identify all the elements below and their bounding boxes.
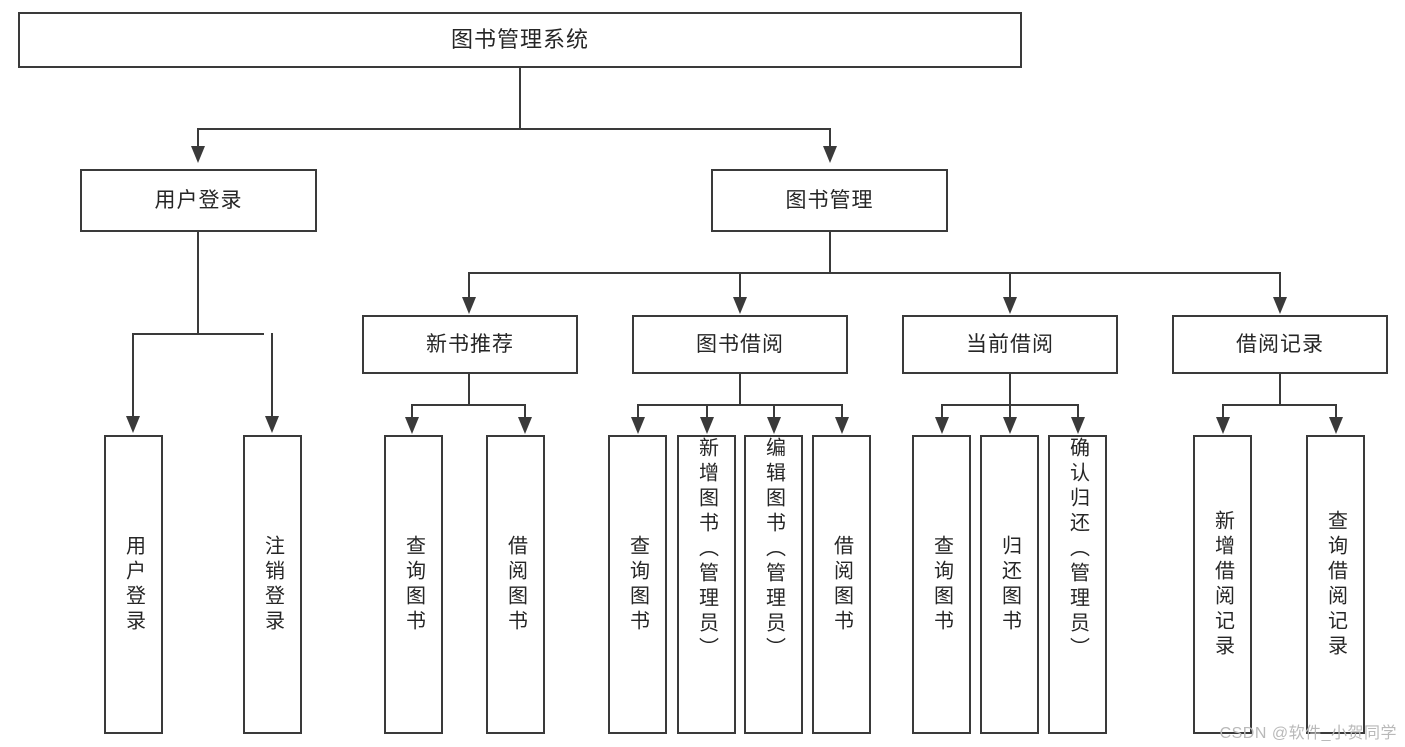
connector-book-management-stem [829, 232, 832, 274]
arrowhead-cb-query-book [935, 417, 949, 434]
leaf-cb-confirm-return[interactable]: 确认归还（管理员） [1048, 435, 1107, 734]
node-new-book-recommend[interactable]: 新书推荐 [362, 315, 578, 374]
node-label: 借阅图书 [830, 534, 853, 635]
node-label: 查询借阅记录 [1324, 509, 1347, 660]
arrowhead-current-borrow [1003, 297, 1017, 314]
connector-book-borrow-bus [637, 404, 842, 407]
arrowhead-cb-confirm-return [1071, 417, 1085, 434]
connector-borrow-record-stem [1279, 374, 1282, 406]
connector-cb-child-1 [941, 404, 944, 419]
connector-new-book-child-2 [524, 404, 527, 419]
node-book-management[interactable]: 图书管理 [711, 169, 948, 232]
node-current-borrow[interactable]: 当前借阅 [902, 315, 1118, 374]
leaf-logout[interactable]: 注销登录 [243, 435, 302, 734]
connector-cb-child-2 [1009, 404, 1012, 419]
node-root-book-management-system[interactable]: 图书管理系统 [18, 12, 1022, 68]
arrowhead-bb-edit-book [767, 417, 781, 434]
node-label: 借阅图书 [504, 534, 527, 635]
node-label: 查询图书 [626, 534, 649, 635]
connector-bb-child-4 [841, 404, 844, 419]
arrowhead-bb-add-book [700, 417, 714, 434]
node-borrow-record[interactable]: 借阅记录 [1172, 315, 1388, 374]
connector-root-bus [197, 128, 831, 131]
connector-bb-child-1 [637, 404, 640, 419]
connector-user-login-bus [132, 333, 264, 336]
node-label: 新增借阅记录 [1211, 509, 1234, 660]
arrowhead-bb-borrow-book [835, 417, 849, 434]
arrowhead-borrow-record [1273, 297, 1287, 314]
node-label: 借阅记录 [1236, 332, 1324, 356]
connector-new-book-bus [411, 404, 526, 407]
leaf-user-login[interactable]: 用户登录 [104, 435, 163, 734]
connector-book-borrow-stem [739, 374, 742, 406]
node-label: 新增图书（管理员） [695, 437, 718, 662]
node-label: 图书管理系统 [450, 26, 589, 52]
node-user-login[interactable]: 用户登录 [80, 169, 317, 232]
arrowhead-book-management [823, 146, 837, 163]
watermark-csdn: CSDN @软件_小贺同学 [1219, 725, 1397, 742]
leaf-bb-query-book[interactable]: 查询图书 [608, 435, 667, 734]
connector-borrow-record-bus [1222, 404, 1337, 407]
node-label: 确认归还（管理员） [1066, 437, 1089, 662]
connector-bm-to-borrow-record [1279, 272, 1282, 299]
connector-bm-to-book-borrow [739, 272, 742, 299]
leaf-bb-borrow-book[interactable]: 借阅图书 [812, 435, 871, 734]
leaf-br-query-record[interactable]: 查询借阅记录 [1306, 435, 1365, 734]
arrowhead-user-login [191, 146, 205, 163]
connector-root-to-user-login [197, 128, 200, 148]
node-book-borrow[interactable]: 图书借阅 [632, 315, 848, 374]
node-label: 当前借阅 [966, 332, 1054, 356]
arrowhead-nb-query-book [405, 417, 419, 434]
connector-user-login-stem [197, 232, 200, 335]
connector-bb-child-2 [706, 404, 709, 419]
arrowhead-leaf-logout [265, 416, 279, 433]
connector-current-borrow-stem [1009, 374, 1012, 406]
node-label: 注销登录 [261, 534, 284, 635]
connector-bb-child-3 [773, 404, 776, 419]
leaf-bb-add-book[interactable]: 新增图书（管理员） [677, 435, 736, 734]
connector-new-book-child-1 [411, 404, 414, 419]
connector-book-management-bus [468, 272, 1280, 275]
leaf-nb-borrow-book[interactable]: 借阅图书 [486, 435, 545, 734]
connector-user-login-child-1 [132, 333, 135, 418]
arrowhead-leaf-user-login [126, 416, 140, 433]
leaf-br-add-record[interactable]: 新增借阅记录 [1193, 435, 1252, 734]
connector-root-stem [519, 68, 522, 130]
arrowhead-new-book [462, 297, 476, 314]
leaf-cb-query-book[interactable]: 查询图书 [912, 435, 971, 734]
arrowhead-book-borrow [733, 297, 747, 314]
connector-br-child-1 [1222, 404, 1225, 419]
leaf-cb-return-book[interactable]: 归还图书 [980, 435, 1039, 734]
node-label: 图书借阅 [696, 332, 784, 356]
arrowhead-cb-return-book [1003, 417, 1017, 434]
node-label: 查询图书 [402, 534, 425, 635]
node-label: 用户登录 [154, 188, 243, 212]
node-label: 图书管理 [785, 188, 874, 212]
arrowhead-br-query-record [1329, 417, 1343, 434]
connector-bm-to-new-book [468, 272, 471, 299]
node-label: 查询图书 [930, 534, 953, 635]
arrowhead-bb-query-book [631, 417, 645, 434]
connector-root-to-book-management [829, 128, 832, 148]
arrowhead-br-add-record [1216, 417, 1230, 434]
leaf-bb-edit-book[interactable]: 编辑图书（管理员） [744, 435, 803, 734]
node-label: 新书推荐 [426, 332, 514, 356]
connector-user-login-child-2 [271, 333, 274, 418]
connector-br-child-2 [1335, 404, 1338, 419]
connector-bm-to-current-borrow [1009, 272, 1012, 299]
node-label: 编辑图书（管理员） [762, 437, 785, 662]
node-label: 归还图书 [998, 534, 1021, 635]
connector-cb-child-3 [1077, 404, 1080, 419]
node-label: 用户登录 [122, 534, 145, 635]
leaf-nb-query-book[interactable]: 查询图书 [384, 435, 443, 734]
connector-new-book-stem [468, 374, 471, 406]
arrowhead-nb-borrow-book [518, 417, 532, 434]
